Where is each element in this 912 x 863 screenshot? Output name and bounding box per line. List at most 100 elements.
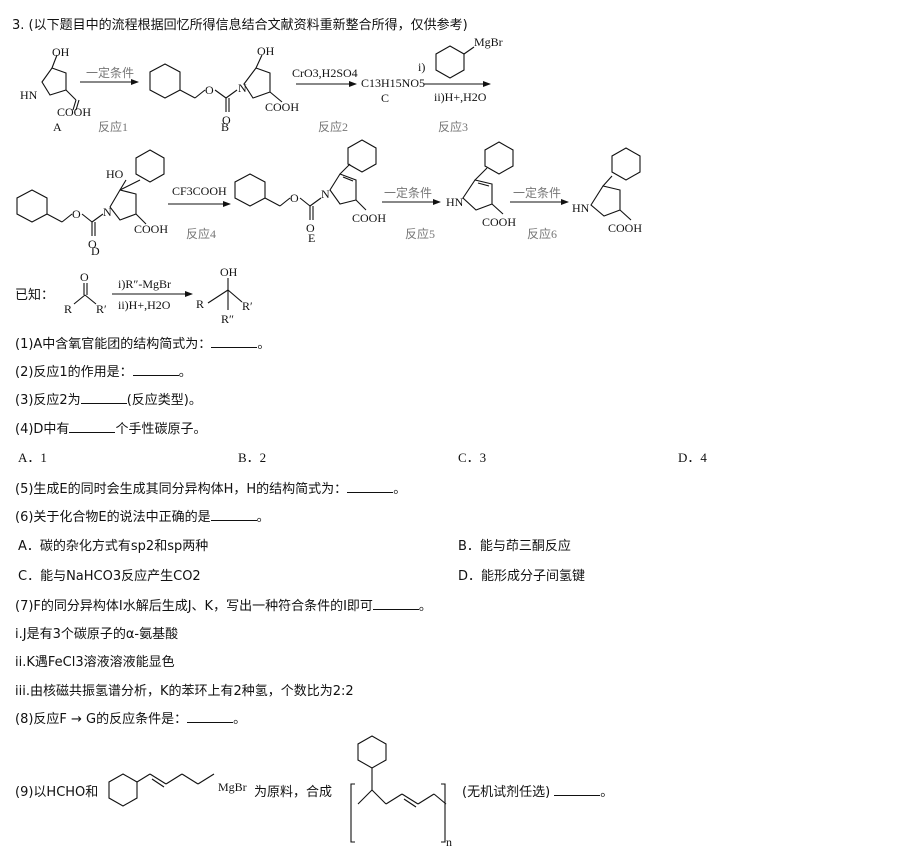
q4-text-b: 个手性碳原子。 <box>115 422 207 437</box>
compound-a-hn: HN <box>20 88 38 102</box>
compound-g-hn: HN <box>572 201 590 215</box>
q5-answer-blank[interactable] <box>347 481 394 493</box>
q4-option-c[interactable]: C．3 <box>458 450 487 465</box>
q6-option-a[interactable]: A．碳的杂化方式有sp2和sp两种 <box>18 539 209 554</box>
q6-option-c[interactable]: C．能与NaHCO3反应产生CO2 <box>18 569 201 584</box>
reaction-2-condition: CrO3,H2SO4 <box>292 66 358 80</box>
compound-d-ho: HO <box>106 167 124 181</box>
q9-target-polymer <box>350 735 447 843</box>
q2-row: (2)反应1的作用是： 。 <box>15 361 192 380</box>
compound-b-n: N <box>238 81 247 95</box>
known-reactant-o: O <box>80 270 89 284</box>
compound-c-label: C <box>381 91 389 105</box>
known-product-oh: OH <box>220 265 238 279</box>
q6-row: (6)关于化合物E的说法中正确的是 。 <box>15 506 270 525</box>
q4-option-b[interactable]: B．2 <box>238 450 267 465</box>
q6-period: 。 <box>256 510 270 525</box>
q9-answer-blank[interactable] <box>554 784 601 796</box>
q3-text-a: (3)反应2为 <box>15 393 81 408</box>
compound-e-structure <box>234 139 377 220</box>
compound-a-oh: OH <box>52 45 70 59</box>
compound-b-structure <box>149 54 283 112</box>
q9-reagent-mgbr: MgBr <box>218 780 247 794</box>
q5-period: 。 <box>393 482 407 497</box>
q7-period: 。 <box>418 599 432 614</box>
q7-text: (7)F的同分异构体I水解后生成J、K，写出一种符合条件的I即可 <box>15 599 373 614</box>
reaction-2-label: 反应2 <box>318 119 348 134</box>
reaction-6-condition: 一定条件 <box>513 185 561 200</box>
known-reaction-cond-ii: ii)H+,H2O <box>118 298 171 312</box>
compound-b-oh: OH <box>257 44 275 58</box>
q9-polymer-n: n <box>446 835 452 849</box>
q2-period: 。 <box>178 365 192 380</box>
q8-answer-blank[interactable] <box>187 711 234 723</box>
q1-text: (1)A中含氧官能团的结构简式为： <box>15 337 212 352</box>
q7-condition-i: i.J是有3个碳原子的α-氨基酸 <box>15 627 179 642</box>
compound-e-o-ether: O <box>290 191 299 205</box>
q3-answer-blank[interactable] <box>80 392 127 404</box>
compound-e-n: N <box>321 187 330 201</box>
compound-b-o-carbonyl: O <box>222 113 231 127</box>
q9-text-a: (9)以HCHO和 <box>15 785 99 800</box>
q8-text: (8)反应F → G的反应条件是： <box>15 712 188 727</box>
q4-option-d[interactable]: D．4 <box>678 450 707 465</box>
reaction-3-step-ii: ii)H+,H2O <box>434 90 487 104</box>
compound-b-label: B <box>221 120 229 134</box>
q7-condition-iii: iii.由核磁共振氢谱分析，K的苯环上有2种氢，个数比为2:2 <box>15 684 354 699</box>
compound-a-structure <box>41 54 80 111</box>
q1-answer-blank[interactable] <box>211 336 258 348</box>
reaction-5-label: 反应5 <box>405 226 435 241</box>
reaction-4-label: 反应4 <box>186 226 216 241</box>
known-label: 已知： <box>15 288 55 303</box>
compound-b-cooh: COOH <box>265 100 299 114</box>
q9-reagent-structure <box>108 773 215 807</box>
q4-text-a: (4)D中有 <box>15 422 70 437</box>
known-product-r1: R′ <box>242 299 253 313</box>
compound-d-n: N <box>103 205 112 219</box>
known-product-r2: R″ <box>221 312 234 326</box>
compound-g-cooh: COOH <box>608 221 642 235</box>
q8-row: (8)反应F → G的反应条件是： 。 <box>15 708 246 727</box>
reaction-1-condition: 一定条件 <box>86 65 134 80</box>
question-header: 3. (以下题目中的流程根据回忆所得信息结合文献资料重新整合所得，仅供参考) <box>12 18 468 33</box>
reaction-1-label: 反应1 <box>98 119 128 134</box>
q6-text: (6)关于化合物E的说法中正确的是 <box>15 510 211 525</box>
compound-f-cooh: COOH <box>482 215 516 229</box>
q6-option-d[interactable]: D．能形成分子间氢键 <box>458 569 586 584</box>
q1-row: (1)A中含氧官能团的结构简式为： 。 <box>15 333 270 352</box>
q6-option-b[interactable]: B．能与茚三酮反应 <box>458 539 571 554</box>
q7-answer-blank[interactable] <box>372 598 419 610</box>
reaction-6-label: 反应6 <box>527 226 557 241</box>
compound-a-cooh: COOH <box>57 105 91 119</box>
compound-d-label: D <box>91 244 100 258</box>
q6-answer-blank[interactable] <box>210 509 257 521</box>
q9-row-end: (无机试剂任选) 。 <box>462 781 613 800</box>
q3-row: (3)反应2为(反应类型)。 <box>15 389 202 408</box>
q4-option-a[interactable]: A．1 <box>18 450 47 465</box>
compound-e-o-carbonyl: O <box>306 221 315 235</box>
reaction-scheme: OH HN COOH A 一定条件 反应1 O O N OH COOH B Cr… <box>16 35 642 326</box>
reaction-3-phenyl-ring <box>435 45 475 79</box>
known-reactant-r: R <box>64 302 72 316</box>
q2-text: (2)反应1的作用是： <box>15 365 133 380</box>
q1-period: 。 <box>257 337 271 352</box>
compound-b-o-ether: O <box>205 83 214 97</box>
compound-d-o-ether: O <box>72 207 81 221</box>
q7-row: (7)F的同分异构体I水解后生成J、K，写出一种符合条件的I即可 。 <box>15 595 432 614</box>
compound-d-structure <box>16 149 165 236</box>
reaction-3-step-i: i) <box>418 60 425 74</box>
reaction-4-condition: CF3COOH <box>172 184 227 198</box>
reaction-3-label: 反应3 <box>438 119 468 134</box>
q7-condition-ii: ii.K遇FeCl3溶液溶液能显色 <box>15 655 175 670</box>
compound-a-label: A <box>53 120 62 134</box>
compound-d-cooh: COOH <box>134 222 168 236</box>
q2-answer-blank[interactable] <box>132 364 179 376</box>
q5-row: (5)生成E的同时会生成其同分异构体H，H的结构简式为：。 <box>15 478 406 497</box>
q4-answer-blank[interactable] <box>69 421 116 433</box>
q9-text-b: 为原料，合成 <box>254 785 333 800</box>
known-reactant-r1: R′ <box>96 302 107 316</box>
q8-period: 。 <box>233 712 247 727</box>
compound-e-cooh: COOH <box>352 211 386 225</box>
